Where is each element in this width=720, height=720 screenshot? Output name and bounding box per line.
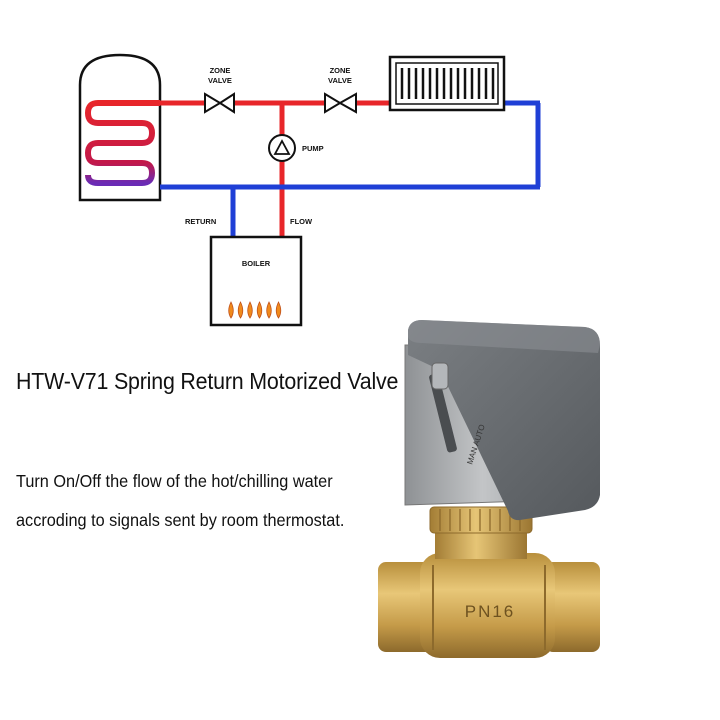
zone-valve-1-symbol bbox=[204, 92, 235, 114]
manual-lever-icon bbox=[431, 362, 449, 390]
pump-symbol bbox=[268, 134, 296, 162]
zone-valve-2-symbol bbox=[324, 92, 357, 114]
heating-system-diagram: ZONE VALVE ZONE VALVE PUMP RETURN FLOW B… bbox=[78, 53, 541, 327]
brass-valve-body: PN16 bbox=[378, 553, 600, 658]
flame-icon bbox=[237, 301, 244, 319]
burner-flames-icon bbox=[228, 301, 282, 319]
boiler-label: BOILER bbox=[242, 259, 271, 268]
flame-icon bbox=[256, 301, 263, 319]
return-label: RETURN bbox=[185, 217, 216, 226]
flame-icon bbox=[266, 301, 272, 319]
manual-lever-slot bbox=[429, 373, 457, 453]
product-description-line-2: accroding to signals sent by room thermo… bbox=[16, 510, 345, 530]
product-title: HTW-V71 Spring Return Motorized Valve bbox=[16, 368, 399, 394]
flow-label: FLOW bbox=[290, 217, 313, 226]
actuator-cover bbox=[408, 320, 600, 521]
radiator bbox=[388, 55, 506, 112]
zone-valve-2-label-line2: VALVE bbox=[328, 76, 352, 85]
motorized-valve-photo: PN16 MAN AUTO bbox=[378, 320, 600, 658]
pump-label: PUMP bbox=[302, 144, 324, 153]
return-pipework bbox=[160, 100, 541, 237]
boiler bbox=[209, 235, 303, 327]
cylinder-coil bbox=[84, 100, 160, 186]
zone-valve-1-label-line1: ZONE bbox=[210, 66, 231, 75]
zone-valve-1-label-line2: VALVE bbox=[208, 76, 232, 85]
flame-icon bbox=[275, 301, 282, 319]
flow-pipework bbox=[160, 100, 390, 237]
zone-valve-2-label-line1: ZONE bbox=[330, 66, 351, 75]
flame-icon bbox=[228, 301, 234, 319]
valve-pn-marking: PN16 bbox=[465, 602, 516, 621]
flame-icon bbox=[247, 301, 253, 319]
product-description-line-1: Turn On/Off the flow of the hot/chilling… bbox=[16, 471, 333, 491]
